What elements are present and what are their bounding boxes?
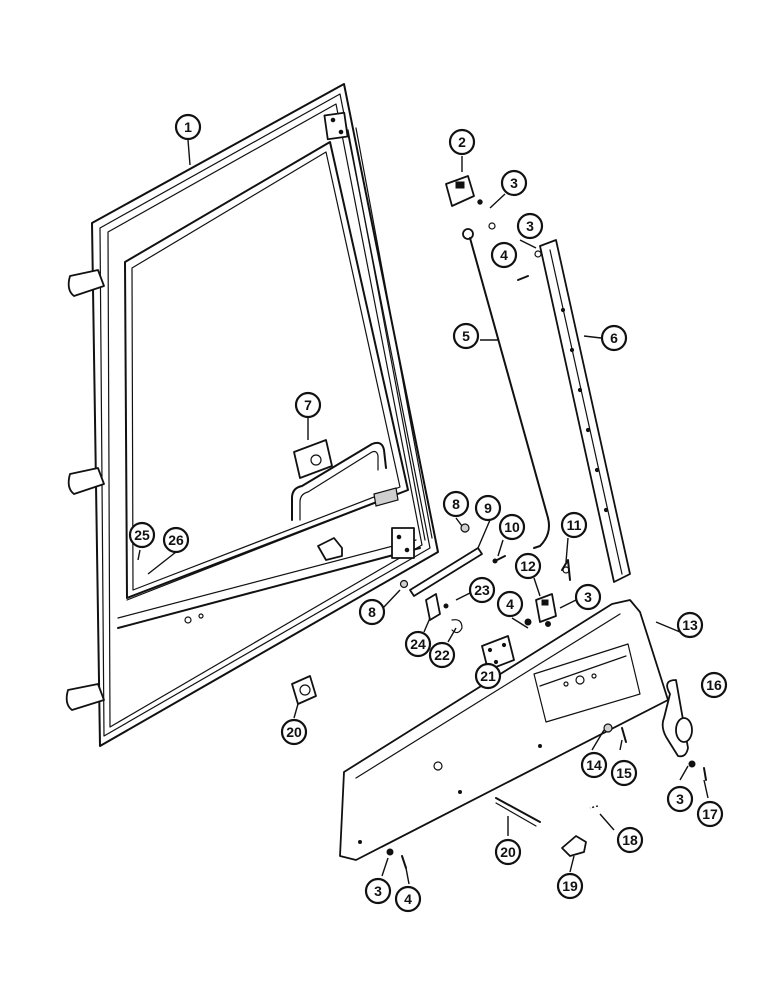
- callout-6: 6: [600, 324, 628, 352]
- callout-label: 3: [510, 175, 518, 191]
- callout-20: 20: [494, 838, 522, 866]
- latch-block: [445, 156, 475, 207]
- callout-22: 22: [428, 641, 456, 669]
- callout-label: 15: [616, 765, 632, 781]
- callout-label: 9: [484, 500, 492, 516]
- door-frame: [65, 83, 439, 747]
- callout-label: 13: [682, 617, 698, 633]
- callout-12: 12: [514, 552, 542, 580]
- callout-13: 13: [676, 611, 704, 639]
- lock-block: [293, 418, 333, 479]
- callout-label: 18: [622, 832, 638, 848]
- callout-label: 4: [500, 247, 508, 263]
- callout-label: 12: [520, 558, 536, 574]
- callout-label: 11: [567, 517, 582, 533]
- striker-and-catch: [535, 559, 571, 623]
- callout-10: 10: [498, 513, 526, 541]
- callout-label: 2: [458, 134, 466, 150]
- callout-label: 16: [706, 677, 722, 693]
- callout-label: 8: [452, 496, 460, 512]
- callout-label: 20: [286, 724, 302, 740]
- lower-panel: [339, 599, 669, 861]
- callout-label: 3: [374, 883, 382, 899]
- channel-strip: [539, 239, 631, 583]
- callout-1: 1: [174, 113, 202, 141]
- callout-label: 24: [410, 636, 426, 652]
- callout-3: 3: [364, 877, 392, 905]
- callout-11: 11: [560, 511, 588, 539]
- callout-label: 19: [562, 878, 578, 894]
- callout-17: 17: [696, 800, 724, 828]
- callout-label: 3: [584, 589, 592, 605]
- callout-label: 14: [586, 757, 602, 773]
- callout-label: 21: [480, 668, 496, 684]
- callout-label: 17: [702, 806, 718, 822]
- callout-4: 4: [496, 590, 524, 618]
- callout-3: 3: [500, 169, 528, 197]
- latch-assembly: [425, 593, 515, 671]
- callout-14: 14: [580, 751, 608, 779]
- callout-24: 24: [404, 630, 432, 658]
- callout-5: 5: [452, 322, 480, 350]
- leader-lines: [137, 139, 709, 885]
- callout-label: 20: [500, 844, 516, 860]
- callout-20: 20: [280, 718, 308, 746]
- callout-8: 8: [358, 598, 386, 626]
- fasteners: [386, 199, 707, 869]
- callout-label: 1: [184, 119, 192, 135]
- callout-label: 8: [368, 604, 376, 620]
- callout-label: 4: [404, 891, 412, 907]
- link-bar: [399, 523, 506, 597]
- callout-16: 16: [700, 671, 728, 699]
- callout-15: 15: [610, 759, 638, 787]
- callout-25: 25: [128, 521, 156, 549]
- pin-and-clip: [561, 805, 599, 857]
- callout-7: 7: [294, 391, 322, 419]
- callout-label: 23: [474, 582, 490, 598]
- callout-2: 2: [448, 128, 476, 156]
- callout-label: 4: [506, 596, 514, 612]
- callout-label: 25: [134, 527, 150, 543]
- striker-pin: [291, 675, 541, 827]
- callout-label: 10: [504, 519, 520, 535]
- callout-3: 3: [666, 785, 694, 813]
- callout-label: 6: [610, 330, 618, 346]
- callout-19: 19: [556, 872, 584, 900]
- callout-9: 9: [474, 494, 502, 522]
- callout-label: 7: [304, 397, 312, 413]
- callout-4: 4: [394, 885, 422, 913]
- rod: [462, 228, 550, 549]
- callout-4: 4: [490, 241, 518, 269]
- callout-label: 26: [168, 532, 184, 548]
- callout-23: 23: [468, 576, 496, 604]
- callout-label: 5: [462, 328, 470, 344]
- callout-3: 3: [516, 212, 544, 240]
- outside-handle: [661, 679, 693, 758]
- callout-26: 26: [162, 526, 190, 554]
- callout-label: 22: [434, 647, 450, 663]
- callout-8: 8: [442, 490, 470, 518]
- callout-3: 3: [574, 583, 602, 611]
- callout-label: 3: [526, 218, 534, 234]
- callout-21: 21: [474, 662, 502, 690]
- callout-label: 3: [676, 791, 684, 807]
- callout-18: 18: [616, 826, 644, 854]
